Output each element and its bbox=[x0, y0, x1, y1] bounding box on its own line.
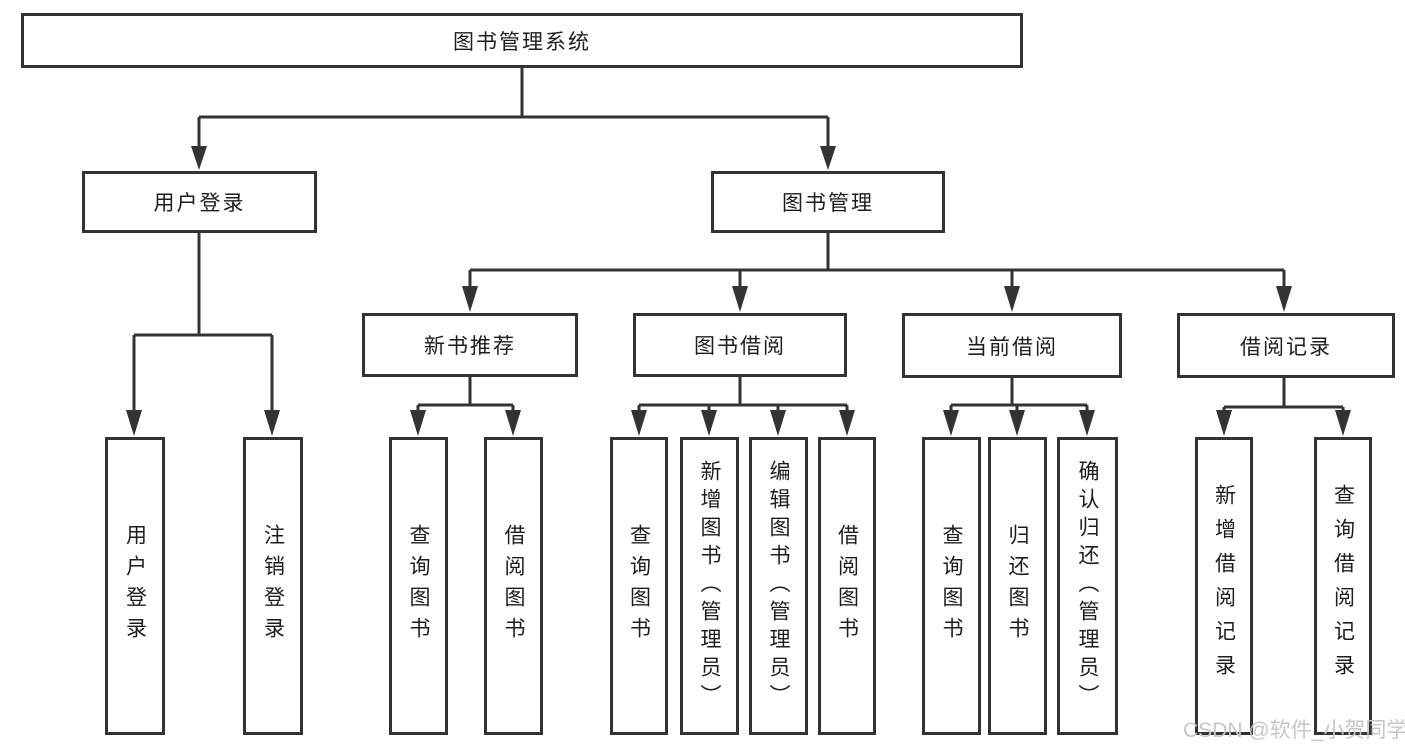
arrowhead bbox=[1004, 286, 1020, 312]
connector-bookborrow-to-leaves bbox=[637, 377, 849, 412]
leaf-return-books: 归还图书 bbox=[988, 437, 1047, 735]
connector-userlogin-to-leaves bbox=[132, 233, 274, 412]
arrowhead bbox=[943, 410, 959, 436]
arrowhead bbox=[701, 410, 717, 436]
leaf-query-books-recommend: 查询图书 bbox=[389, 437, 448, 735]
arrowhead bbox=[770, 410, 786, 436]
connector-newbook-to-leaves bbox=[416, 377, 515, 412]
arrowhead bbox=[1216, 410, 1232, 436]
leaf-confirm-return-admin: 确认归还（管理员） bbox=[1057, 437, 1118, 735]
leaf-query-books-current: 查询图书 bbox=[922, 437, 981, 735]
leaf-confirm-return-admin-label: 确认归还（管理员） bbox=[1076, 460, 1099, 712]
node-library-management-system: 图书管理系统 bbox=[21, 13, 1023, 68]
node-book-borrowing: 图书借阅 bbox=[633, 313, 847, 377]
node-current-borrowing: 当前借阅 bbox=[902, 313, 1122, 378]
arrowhead bbox=[1276, 286, 1292, 312]
node-new-book-recommendation: 新书推荐 bbox=[362, 313, 578, 377]
arrowhead bbox=[191, 146, 207, 170]
arrowhead bbox=[264, 410, 280, 436]
arrowhead bbox=[410, 410, 426, 436]
leaf-borrow-books-recommend: 借阅图书 bbox=[484, 437, 543, 735]
connector-root-to-level2 bbox=[197, 68, 830, 146]
node-book-management: 图书管理 bbox=[711, 171, 945, 233]
arrowheads bbox=[126, 146, 1351, 436]
node-user-login: 用户登录 bbox=[82, 171, 317, 233]
leaf-borrow-books: 借阅图书 bbox=[818, 437, 876, 735]
leaf-query-books-current-label: 查询图书 bbox=[940, 524, 963, 648]
leaf-user-login-label: 用户登录 bbox=[123, 524, 147, 648]
leaf-add-borrowing-record-label: 新增借阅记录 bbox=[1212, 484, 1236, 688]
leaf-user-login: 用户登录 bbox=[105, 437, 165, 735]
leaf-borrow-books-label: 借阅图书 bbox=[835, 524, 859, 648]
leaf-edit-books-admin-label: 编辑图书（管理员） bbox=[767, 460, 790, 712]
arrowhead bbox=[839, 410, 855, 436]
leaf-add-books-admin: 新增图书（管理员） bbox=[680, 437, 739, 735]
node-borrowing-records-label: 借阅记录 bbox=[1240, 335, 1332, 359]
leaf-query-books-borrowing: 查询图书 bbox=[610, 437, 668, 735]
node-new-book-recommendation-label: 新书推荐 bbox=[424, 335, 516, 358]
leaf-borrow-books-recommend-label: 借阅图书 bbox=[502, 524, 525, 648]
leaf-logout-label: 注销登录 bbox=[261, 524, 285, 648]
arrowhead bbox=[1335, 410, 1351, 436]
leaf-return-books-label: 归还图书 bbox=[1006, 524, 1029, 648]
leaf-query-borrowing-record-label: 查询借阅记录 bbox=[1331, 484, 1355, 688]
arrowhead bbox=[126, 410, 142, 436]
leaf-query-books-borrowing-label: 查询图书 bbox=[627, 524, 651, 648]
leaf-query-books-recommend-label: 查询图书 bbox=[407, 524, 430, 648]
arrowhead bbox=[631, 410, 647, 436]
arrowhead bbox=[820, 146, 836, 170]
arrowhead bbox=[1079, 410, 1095, 436]
node-current-borrowing-label: 当前借阅 bbox=[966, 335, 1058, 359]
node-library-management-system-label: 图书管理系统 bbox=[453, 30, 591, 54]
arrowhead bbox=[732, 286, 748, 312]
connector-borrowrecords-to-leaves bbox=[1222, 377, 1345, 412]
csdn-watermark: CSDN @软件_小贺同学 bbox=[1183, 719, 1405, 742]
leaf-logout: 注销登录 bbox=[243, 437, 303, 735]
leaf-edit-books-admin: 编辑图书（管理员） bbox=[749, 437, 808, 735]
node-book-management-label: 图书管理 bbox=[782, 192, 874, 215]
connector-currentborrow-to-leaves bbox=[949, 377, 1089, 412]
connector-bookmgmt-to-level3 bbox=[468, 233, 1286, 288]
leaf-add-borrowing-record: 新增借阅记录 bbox=[1195, 437, 1253, 735]
node-borrowing-records: 借阅记录 bbox=[1177, 313, 1395, 378]
arrowhead bbox=[505, 410, 521, 436]
arrowhead bbox=[462, 286, 478, 312]
node-user-login-label: 用户登录 bbox=[153, 192, 246, 215]
arrowhead bbox=[1009, 410, 1025, 436]
leaf-query-borrowing-record: 查询借阅记录 bbox=[1314, 437, 1372, 735]
node-book-borrowing-label: 图书借阅 bbox=[694, 335, 786, 358]
leaf-add-books-admin-label: 新增图书（管理员） bbox=[698, 460, 721, 712]
